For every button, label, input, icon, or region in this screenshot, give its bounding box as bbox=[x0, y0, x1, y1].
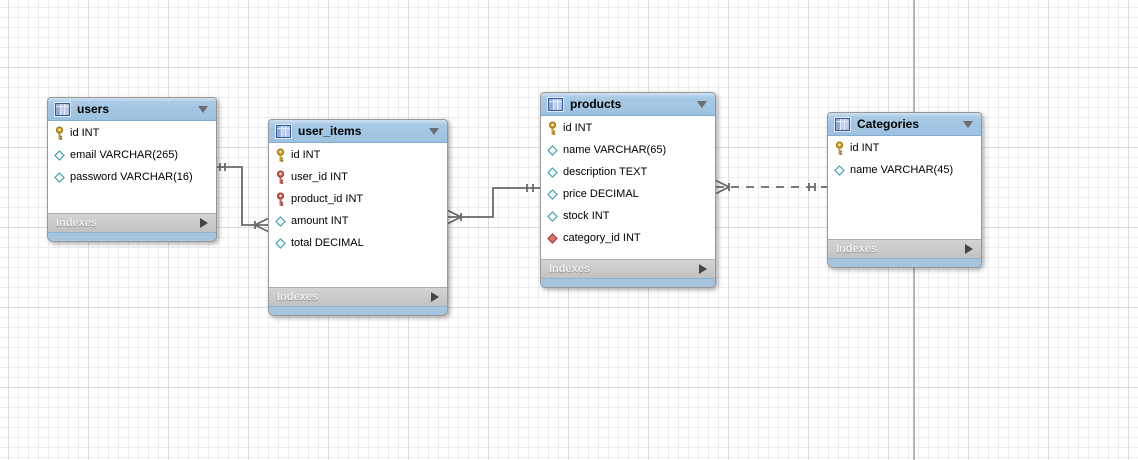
nullable-icon bbox=[274, 215, 286, 227]
table-node-Categories[interactable]: Categories id INT name VARCHAR(45) Indexes bbox=[827, 112, 982, 268]
column-row-id[interactable]: id INT bbox=[48, 122, 216, 144]
relationship-users-to-user_items[interactable] bbox=[217, 163, 269, 233]
indexes-bar[interactable]: Indexes bbox=[541, 259, 715, 278]
nullable-icon bbox=[53, 149, 65, 161]
primary-key-icon bbox=[546, 121, 558, 135]
table-title: Categories bbox=[857, 117, 920, 131]
collapse-triangle-icon[interactable] bbox=[697, 100, 707, 108]
expand-indexes-arrow-icon[interactable] bbox=[699, 264, 707, 274]
indexes-label: Indexes bbox=[549, 262, 590, 275]
relationship-line[interactable] bbox=[217, 166, 268, 226]
cardinality-many-crowfoot[interactable] bbox=[254, 217, 269, 233]
table-title: user_items bbox=[298, 124, 362, 138]
table-node-users[interactable]: users id INT email VARCHAR(265) password VA… bbox=[47, 97, 217, 242]
column-row-user_id[interactable]: user_id INT bbox=[269, 166, 447, 188]
column-row-id[interactable]: id INT bbox=[541, 117, 715, 139]
columns-list: id INT name VARCHAR(45) bbox=[828, 136, 981, 239]
relationship-products-to-Categories[interactable] bbox=[715, 179, 827, 195]
column-row-email[interactable]: email VARCHAR(265) bbox=[48, 144, 216, 166]
column-row-name[interactable]: name VARCHAR(65) bbox=[541, 139, 715, 161]
table-icon bbox=[54, 101, 71, 117]
column-label: id INT bbox=[563, 121, 593, 134]
table-footer-strip bbox=[828, 258, 981, 267]
nullable-icon bbox=[53, 171, 65, 183]
cardinality-many-crowfoot[interactable] bbox=[715, 179, 730, 195]
column-label: amount INT bbox=[291, 214, 349, 227]
relationship-user_items-to-products[interactable] bbox=[447, 184, 540, 225]
column-row-password[interactable]: password VARCHAR(16) bbox=[48, 166, 216, 188]
column-label: id INT bbox=[70, 126, 100, 139]
column-row-id[interactable]: id INT bbox=[269, 144, 447, 166]
column-label: user_id INT bbox=[291, 170, 348, 183]
expand-indexes-arrow-icon[interactable] bbox=[431, 292, 439, 302]
collapse-triangle-icon[interactable] bbox=[429, 127, 439, 135]
columns-list: id INT user_id INT product_id INT amount IN… bbox=[269, 143, 447, 287]
collapse-triangle-icon[interactable] bbox=[198, 105, 208, 113]
table-header-products[interactable]: products bbox=[541, 93, 715, 116]
nullable-icon bbox=[274, 237, 286, 249]
table-header-Categories[interactable]: Categories bbox=[828, 113, 981, 136]
indexes-bar[interactable]: Indexes bbox=[48, 213, 216, 232]
column-label: stock INT bbox=[563, 209, 610, 222]
column-row-price[interactable]: price DECIMAL bbox=[541, 183, 715, 205]
nullable-icon bbox=[546, 144, 558, 156]
primary-key-icon bbox=[53, 126, 65, 140]
table-title: products bbox=[570, 97, 622, 111]
table-footer-strip bbox=[269, 306, 447, 315]
column-label: name VARCHAR(65) bbox=[563, 143, 667, 156]
indexes-bar[interactable]: Indexes bbox=[269, 287, 447, 306]
primary-key-icon bbox=[833, 141, 845, 155]
column-row-amount[interactable]: amount INT bbox=[269, 210, 447, 232]
column-label: password VARCHAR(16) bbox=[70, 170, 193, 183]
table-icon bbox=[834, 116, 851, 132]
expand-indexes-arrow-icon[interactable] bbox=[200, 218, 208, 228]
column-row-stock[interactable]: stock INT bbox=[541, 205, 715, 227]
nullable-icon bbox=[833, 164, 845, 176]
collapse-triangle-icon[interactable] bbox=[963, 120, 973, 128]
table-header-user_items[interactable]: user_items bbox=[269, 120, 447, 143]
relationship-line[interactable] bbox=[448, 187, 540, 218]
column-row-description[interactable]: description TEXT bbox=[541, 161, 715, 183]
table-footer-strip bbox=[48, 232, 216, 241]
column-row-product_id[interactable]: product_id INT bbox=[269, 188, 447, 210]
indexes-label: Indexes bbox=[277, 290, 318, 303]
column-label: category_id INT bbox=[563, 231, 641, 244]
table-title: users bbox=[77, 102, 110, 116]
column-label: product_id INT bbox=[291, 192, 364, 205]
columns-list: id INT name VARCHAR(65) description TEXT pr… bbox=[541, 116, 715, 259]
column-label: id INT bbox=[850, 141, 880, 154]
expand-indexes-arrow-icon[interactable] bbox=[965, 244, 973, 254]
column-row-id[interactable]: id INT bbox=[828, 137, 981, 159]
cardinality-many-crowfoot[interactable] bbox=[447, 209, 462, 225]
column-label: total DECIMAL bbox=[291, 236, 364, 249]
indexes-bar[interactable]: Indexes bbox=[828, 239, 981, 258]
columns-list: id INT email VARCHAR(265) password VARCHAR… bbox=[48, 121, 216, 213]
table-icon bbox=[275, 123, 292, 139]
column-row-total[interactable]: total DECIMAL bbox=[269, 232, 447, 254]
column-row-category_id[interactable]: category_id INT bbox=[541, 227, 715, 249]
column-label: name VARCHAR(45) bbox=[850, 163, 954, 176]
column-label: description TEXT bbox=[563, 165, 648, 178]
indexes-label: Indexes bbox=[836, 242, 877, 255]
foreign-key-icon bbox=[274, 192, 286, 206]
nullable-icon bbox=[546, 210, 558, 222]
foreign-key-diamond-icon bbox=[546, 232, 558, 244]
nullable-icon bbox=[546, 166, 558, 178]
indexes-label: Indexes bbox=[56, 216, 97, 229]
table-footer-strip bbox=[541, 278, 715, 287]
table-header-users[interactable]: users bbox=[48, 98, 216, 121]
column-row-name[interactable]: name VARCHAR(45) bbox=[828, 159, 981, 181]
column-label: id INT bbox=[291, 148, 321, 161]
primary-key-icon bbox=[274, 148, 286, 162]
table-node-products[interactable]: products id INT name VARCHAR(65) descriptio… bbox=[540, 92, 716, 288]
foreign-key-icon bbox=[274, 170, 286, 184]
column-label: email VARCHAR(265) bbox=[70, 148, 178, 161]
nullable-icon bbox=[546, 188, 558, 200]
table-icon bbox=[547, 96, 564, 112]
column-label: price DECIMAL bbox=[563, 187, 639, 200]
